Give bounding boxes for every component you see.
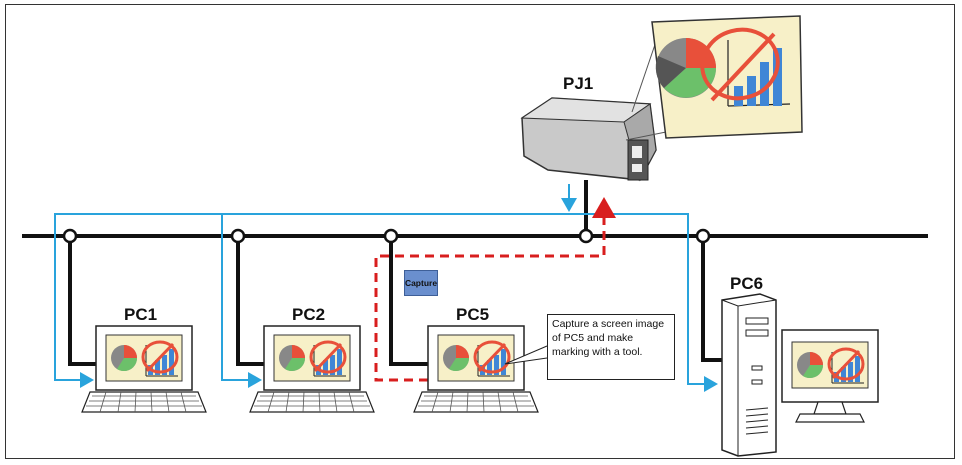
laptop-pc2-icon	[250, 326, 374, 412]
label-pc2: PC2	[292, 305, 326, 324]
label-pj1: PJ1	[563, 74, 594, 93]
drop-pc5	[389, 236, 428, 366]
flow-to-pc1	[54, 213, 570, 388]
laptop-pc1-icon	[82, 326, 206, 412]
drop-pc2	[236, 236, 264, 366]
junction-pc1	[62, 228, 78, 244]
laptop-pc5-icon	[414, 326, 538, 412]
label-pc5: PC5	[456, 305, 490, 324]
desktop-pc6-icon	[721, 293, 879, 457]
flow-to-pc6	[570, 213, 718, 392]
drop-pc6	[701, 236, 722, 362]
capture-path	[374, 197, 616, 382]
junction-pc2	[230, 228, 246, 244]
junction-pj1	[578, 228, 594, 244]
junction-pc5	[383, 228, 399, 244]
label-pc1: PC1	[124, 305, 158, 324]
projector-pj1-icon	[520, 97, 657, 182]
projected-image	[625, 15, 803, 141]
drop-pc1	[68, 236, 96, 366]
label-pc6: PC6	[730, 274, 764, 293]
flow-to-pc2	[221, 214, 262, 388]
capture-button[interactable]: Capture	[404, 270, 438, 296]
callout-pointer	[504, 345, 548, 365]
junction-pc6	[695, 228, 711, 244]
callout-box: Capture a screen image of PC5 and make m…	[547, 314, 675, 380]
